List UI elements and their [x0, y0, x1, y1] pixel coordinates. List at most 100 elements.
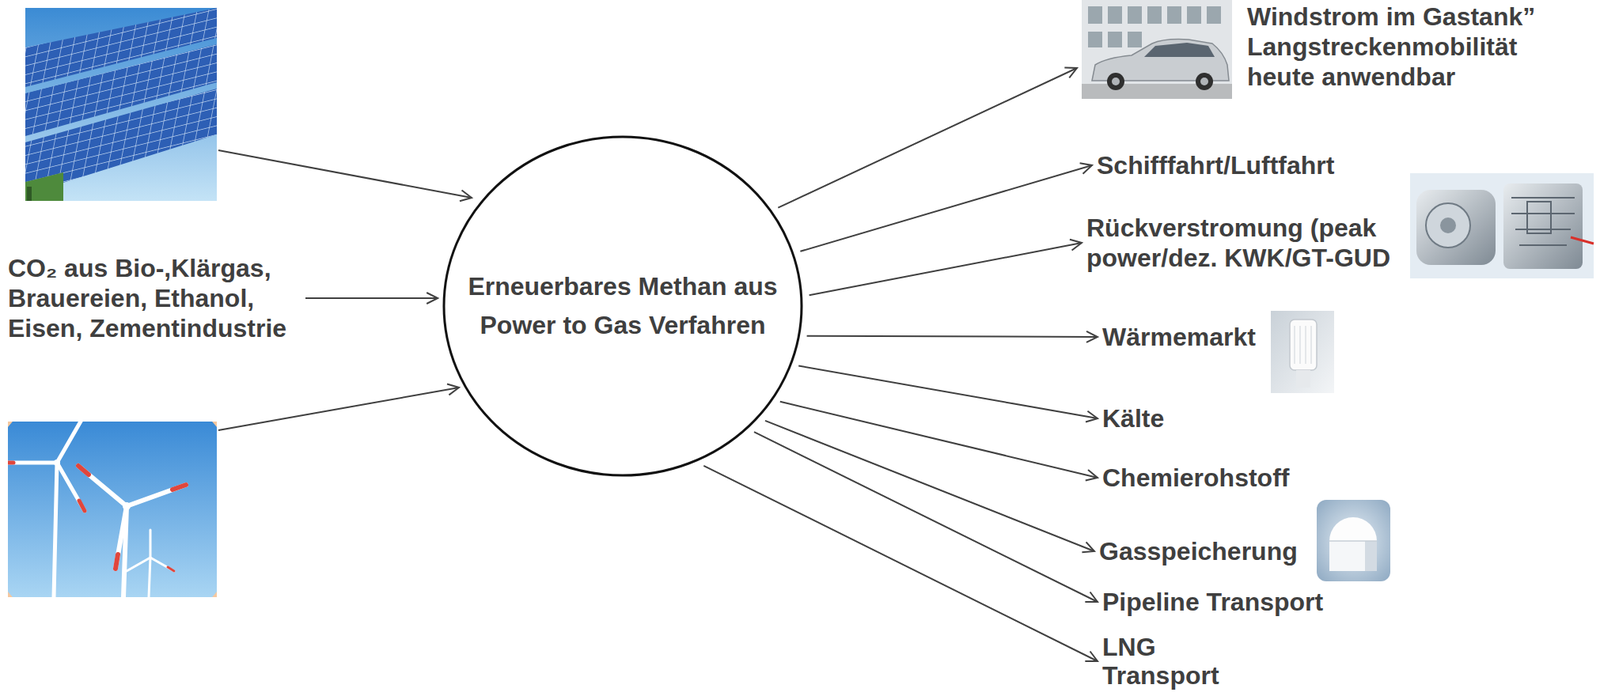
solar-panel-photo-part: [25, 172, 64, 201]
wind-turbine-photo-part-part: [167, 567, 175, 572]
radiator-valve-photo: [1270, 310, 1335, 394]
wind-turbine-photo-part: [53, 459, 61, 467]
connector-arrow: [305, 297, 438, 300]
node-text: Rückverstromung (peak power/dez. KWK/GT-…: [1086, 212, 1403, 273]
engine-photo-part: [1440, 217, 1456, 234]
engine-photo-part: [1503, 183, 1583, 270]
gas-tank-photo-part: [1316, 500, 1391, 582]
radiator-valve-photo-part: [1296, 370, 1311, 388]
input-arrow: [218, 150, 472, 431]
wind-turbine-photo-part: [7, 421, 217, 598]
connector-arrow: [777, 68, 1077, 209]
solar-panel-photo-part: [26, 186, 32, 201]
gas-tank-photo-part: [1329, 540, 1377, 543]
radiator-valve-photo-part: [1270, 310, 1335, 394]
wind-turbine-photo-part-part: [53, 462, 57, 598]
car-photo-part: [1111, 77, 1120, 86]
car-photo-part-part: [1206, 6, 1221, 24]
node-text: Pipeline Transport: [1102, 587, 1324, 618]
node-text: Erneuerbares Methan aus Power to Gas Ver…: [460, 267, 785, 346]
node-text: Chemierohstoff: [1102, 462, 1290, 493]
engine-photo-part-part: [1511, 197, 1575, 246]
use-label: Schifffahrt/Luftfahrt: [1096, 150, 1335, 181]
use-label: Windstrom im Gastank” Langstreckenmobili…: [1081, 1, 1564, 92]
gas-tank-photo-part: [1329, 517, 1377, 542]
wind-turbine-photo-part-part: [126, 557, 151, 572]
radiator-valve-photo-part: [1294, 326, 1312, 364]
wind-turbine-photo-part-part: [148, 557, 151, 598]
car-photo: [1081, 0, 1233, 99]
use-label: Gasspeicherung: [1099, 536, 1298, 567]
car-photo-part: [1107, 72, 1125, 91]
car-photo-part-part: [1107, 6, 1123, 24]
wind-turbine-photo-part-part: [78, 466, 127, 507]
car-photo-part: [1081, 0, 1233, 99]
use-label: Chemierohstoff: [1102, 462, 1290, 493]
wind-turbine-photo-part-part: [79, 500, 85, 512]
node-text: Wärmemarkt: [1102, 322, 1256, 353]
engine-photo-part: [1416, 189, 1496, 266]
car-photo-part-part: [1107, 31, 1123, 48]
car-photo-part-part: [1167, 6, 1182, 24]
circle-outline: [442, 135, 804, 478]
source-label: CO₂ aus Bio-,Klärgas, Brauereien, Ethano…: [7, 253, 301, 344]
node-text: Gasspeicherung: [1099, 536, 1298, 567]
input-arrow-part: [218, 150, 472, 198]
connector-arrow: [703, 466, 1098, 662]
engine-photo-part-part: [1527, 201, 1551, 234]
wind-turbine-photo-part-part: [115, 554, 118, 569]
circle-outline-shape: [443, 136, 802, 476]
node-text: Schifffahrt/Luftfahrt: [1096, 150, 1335, 181]
use-label: Kälte: [1102, 403, 1164, 434]
connector-arrow: [807, 336, 1098, 338]
node-text: LNG Transport: [1102, 633, 1245, 691]
radiator-valve-photo-part: [1289, 319, 1317, 371]
wind-turbine-photo-part-part: [115, 506, 127, 569]
wind-turbine-photo-part-part: [172, 485, 186, 490]
node-text: CO₂ aus Bio-,Klärgas, Brauereien, Ethano…: [7, 253, 301, 344]
engine-photo-part: [1511, 197, 1575, 246]
wind-turbine-photo-part: [7, 421, 186, 598]
car-photo-part-part: [1147, 6, 1162, 24]
wind-turbine-photo-part-part: [78, 466, 89, 475]
engine-photo-part: [1410, 173, 1594, 279]
use-label: LNG Transport: [1102, 633, 1245, 691]
gas-tank-photo: [1316, 500, 1391, 582]
car-photo-part-part: [1088, 6, 1103, 24]
process-circle: Erneuerbares Methan aus Power to Gas Ver…: [442, 135, 804, 478]
engine-photo: [1410, 173, 1594, 279]
wind-turbine-photo-part-part: [150, 557, 175, 572]
car-photo-part-part: [1127, 31, 1142, 48]
wind-turbine-photo-part-part: [149, 530, 152, 558]
wind-turbine-photo-part: [7, 462, 186, 572]
wind-turbine-photo-part-part: [7, 461, 14, 466]
node-text: Windstrom im Gastank” Langstreckenmobili…: [1247, 1, 1564, 92]
gas-tank-photo-part: [1329, 541, 1377, 572]
use-label: Pipeline Transport: [1102, 587, 1324, 618]
connector-arrow: [780, 401, 1098, 478]
node-text: Kälte: [1102, 403, 1164, 434]
car-photo-part-part: [1186, 6, 1202, 24]
car-photo-part: [1144, 42, 1215, 57]
connector-arrow: [765, 420, 1095, 552]
car-photo-part: [1195, 72, 1214, 91]
input-arrow-part: [218, 387, 459, 431]
wind-turbine-photo-part: [7, 421, 217, 598]
wind-turbine-photo-part-part: [126, 485, 186, 507]
car-photo-part: [1200, 77, 1209, 86]
use-label: Rückverstromung (peak power/dez. KWK/GT-…: [1086, 212, 1403, 273]
wind-turbine-photo-part-part: [7, 461, 57, 466]
wind-turbine-photo: [7, 421, 217, 598]
solar-panel-photo-part: [25, 7, 217, 201]
engine-photo-part: [1425, 203, 1471, 248]
wind-turbine-photo-part-part: [56, 421, 85, 463]
use-label: Wärmemarkt: [1102, 322, 1256, 353]
car-photo-part-part: [1088, 31, 1103, 48]
engine-photo-part: [1570, 237, 1594, 244]
connector-arrow: [798, 366, 1098, 420]
connector-arrow: [809, 242, 1082, 296]
car-photo-part-part: [1127, 6, 1142, 24]
